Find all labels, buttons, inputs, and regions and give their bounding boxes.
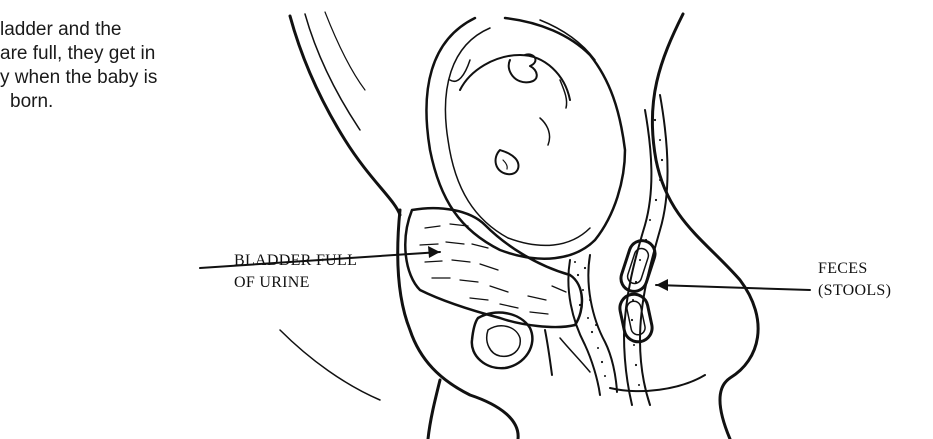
bladder-label-line-1: BLADDER FULL	[234, 250, 357, 272]
feces-label-line-1: FECES	[818, 258, 891, 280]
feces-arrow	[656, 285, 810, 290]
belly-contour	[290, 16, 400, 215]
baby-ear	[496, 150, 519, 174]
bladder-label: BLADDER FULL OF URINE	[234, 250, 357, 294]
feces-label: FECES (STOOLS)	[818, 258, 891, 302]
bladder-label-line-2: OF URINE	[234, 272, 357, 294]
lower-front-contour	[398, 210, 518, 439]
bladder	[405, 208, 582, 327]
feces-arrowhead	[656, 279, 668, 291]
thigh-contour	[428, 380, 440, 439]
pubic-bone	[472, 313, 533, 369]
bladder-arrowhead	[428, 246, 440, 258]
birth-canal	[568, 260, 600, 395]
feces-label-line-2: (STOOLS)	[818, 280, 891, 302]
baby-hand	[509, 54, 537, 82]
